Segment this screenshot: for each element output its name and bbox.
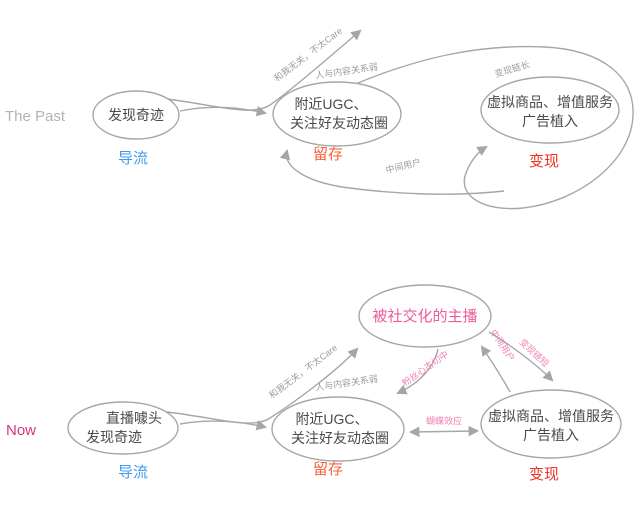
now-diagram: Now 和我无关，不太Care 人与内容关系弱 粉丝心态切中 中间用户 变现链短… [6,284,622,483]
node-discover-now [67,401,179,455]
stage-monetization-now: 变现 [529,466,559,483]
node-discover-past-label: 发现奇迹 [108,107,164,123]
stage-traffic-past: 导流 [118,150,148,167]
node-ugc-now-line2: 关注好友动态圈 [291,430,389,446]
stage-retention-now: 留存 [313,461,343,478]
edge-label-weak-relation-past: 人与内容关系弱 [315,61,379,81]
era-label-now: Now [6,422,36,439]
node-streamer-now [358,284,492,348]
edge-streamer-to-monetize-now [488,331,554,382]
node-ugc-past-line2: 关注好友动态圈 [290,115,388,131]
past-diagram: The Past 和我无关，不太Care 人与内容关系弱 变现链长 中间用户 发… [5,25,634,210]
node-ugc-now [271,396,405,462]
stage-monetization-past: 变现 [529,153,559,170]
node-ugc-past-line1: 附近UGC、 [294,96,367,112]
node-monetize-now-line2: 广告植入 [523,427,579,443]
edge-label-fan-mentality-now: 粉丝心态切中 [400,348,451,388]
node-discover-past [92,90,180,140]
edge-streamer-to-ugc-now [396,348,439,395]
edge-monetize-to-streamer-now [480,345,511,393]
edge-label-weak-relation-now: 人与内容关系弱 [315,373,379,393]
node-monetize-now-line1: 虚拟商品、增值服务 [488,408,614,424]
edge-label-butterfly-now: 蝴蝶效应 [426,415,462,426]
node-monetize-past-line2: 广告植入 [522,113,578,129]
node-streamer-now-label: 被社交化的主播 [372,307,477,325]
edge-discover-to-ugc-past [179,106,268,117]
edge-middle-users-return-past [279,148,505,195]
stage-traffic-now: 导流 [118,464,148,481]
node-discover-now-line1: 直播噱头 [106,410,162,426]
edge-monetization-long-loop-past [352,45,634,210]
node-ugc-past [272,81,402,147]
node-discover-now-line2: 发现奇迹 [86,429,142,445]
node-ugc-now-line1: 附近UGC、 [295,411,368,427]
edge-label-middle-users-now: 中间用户 [488,327,517,363]
edge-users-leave-past [166,29,362,111]
edge-butterfly-bidirectional-now [408,425,480,438]
node-monetize-past [480,76,620,144]
node-monetize-past-line1: 虚拟商品、增值服务 [487,94,613,110]
edge-ugc-to-streamer-now [166,347,359,424]
edge-label-middle-users-past: 中间用户 [384,156,422,175]
node-monetize-now [480,389,622,459]
era-label-past: The Past [5,108,66,125]
edge-label-chain-long-past: 变现链长 [493,58,531,79]
stage-retention-past: 留存 [313,146,343,163]
edge-label-dont-care-now: 和我无关，不太Care [267,342,340,400]
edge-discover-to-ugc-now [179,420,268,431]
